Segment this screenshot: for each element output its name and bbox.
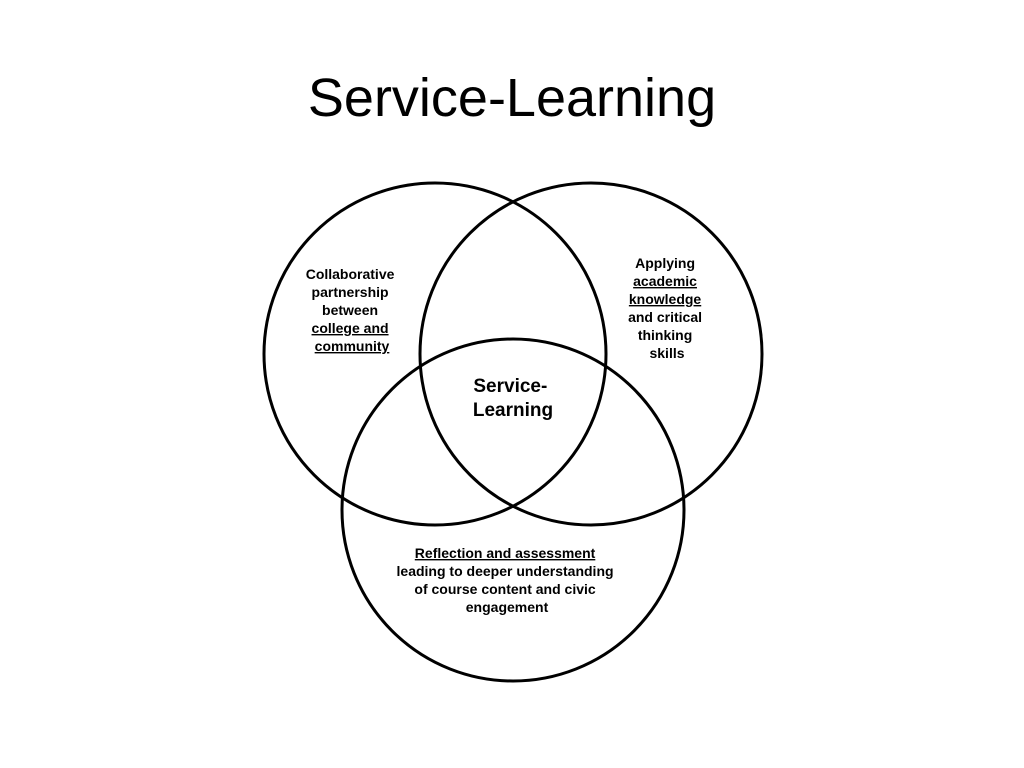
venn-circle-academic — [418, 181, 764, 527]
partnership-label: Collaborative partnership between colleg… — [306, 266, 399, 354]
center-line: Service- — [473, 376, 547, 397]
slide-title: Service-Learning — [307, 68, 717, 128]
venn-circle-reflection — [340, 337, 686, 683]
academic-line: skills — [649, 345, 684, 361]
reflection-label: Reflection and assessment leading to dee… — [397, 545, 618, 615]
reflection-line: of course content and civic — [414, 581, 595, 597]
center-line: Learning — [473, 400, 553, 421]
academic-line: and critical — [628, 309, 702, 325]
academic-line: Applying — [635, 255, 695, 271]
academic-line-underlined: academic — [633, 273, 697, 289]
academic-line-underlined: knowledge — [629, 291, 702, 307]
partnership-line: partnership — [312, 284, 389, 300]
center-label: Service- Learning — [473, 376, 553, 421]
reflection-line: engagement — [466, 599, 549, 615]
reflection-line: leading to deeper understanding — [397, 563, 614, 579]
partnership-line: Collaborative — [306, 266, 395, 282]
partnership-line-underlined: college and — [312, 320, 389, 336]
academic-label: Applying academic knowledge and critical… — [628, 255, 706, 361]
academic-line: thinking — [638, 327, 692, 343]
partnership-line-underlined: community — [315, 338, 390, 354]
partnership-line: between — [322, 302, 378, 318]
reflection-line-underlined: Reflection and assessment — [415, 545, 596, 561]
venn-circle-partnership — [262, 181, 608, 527]
